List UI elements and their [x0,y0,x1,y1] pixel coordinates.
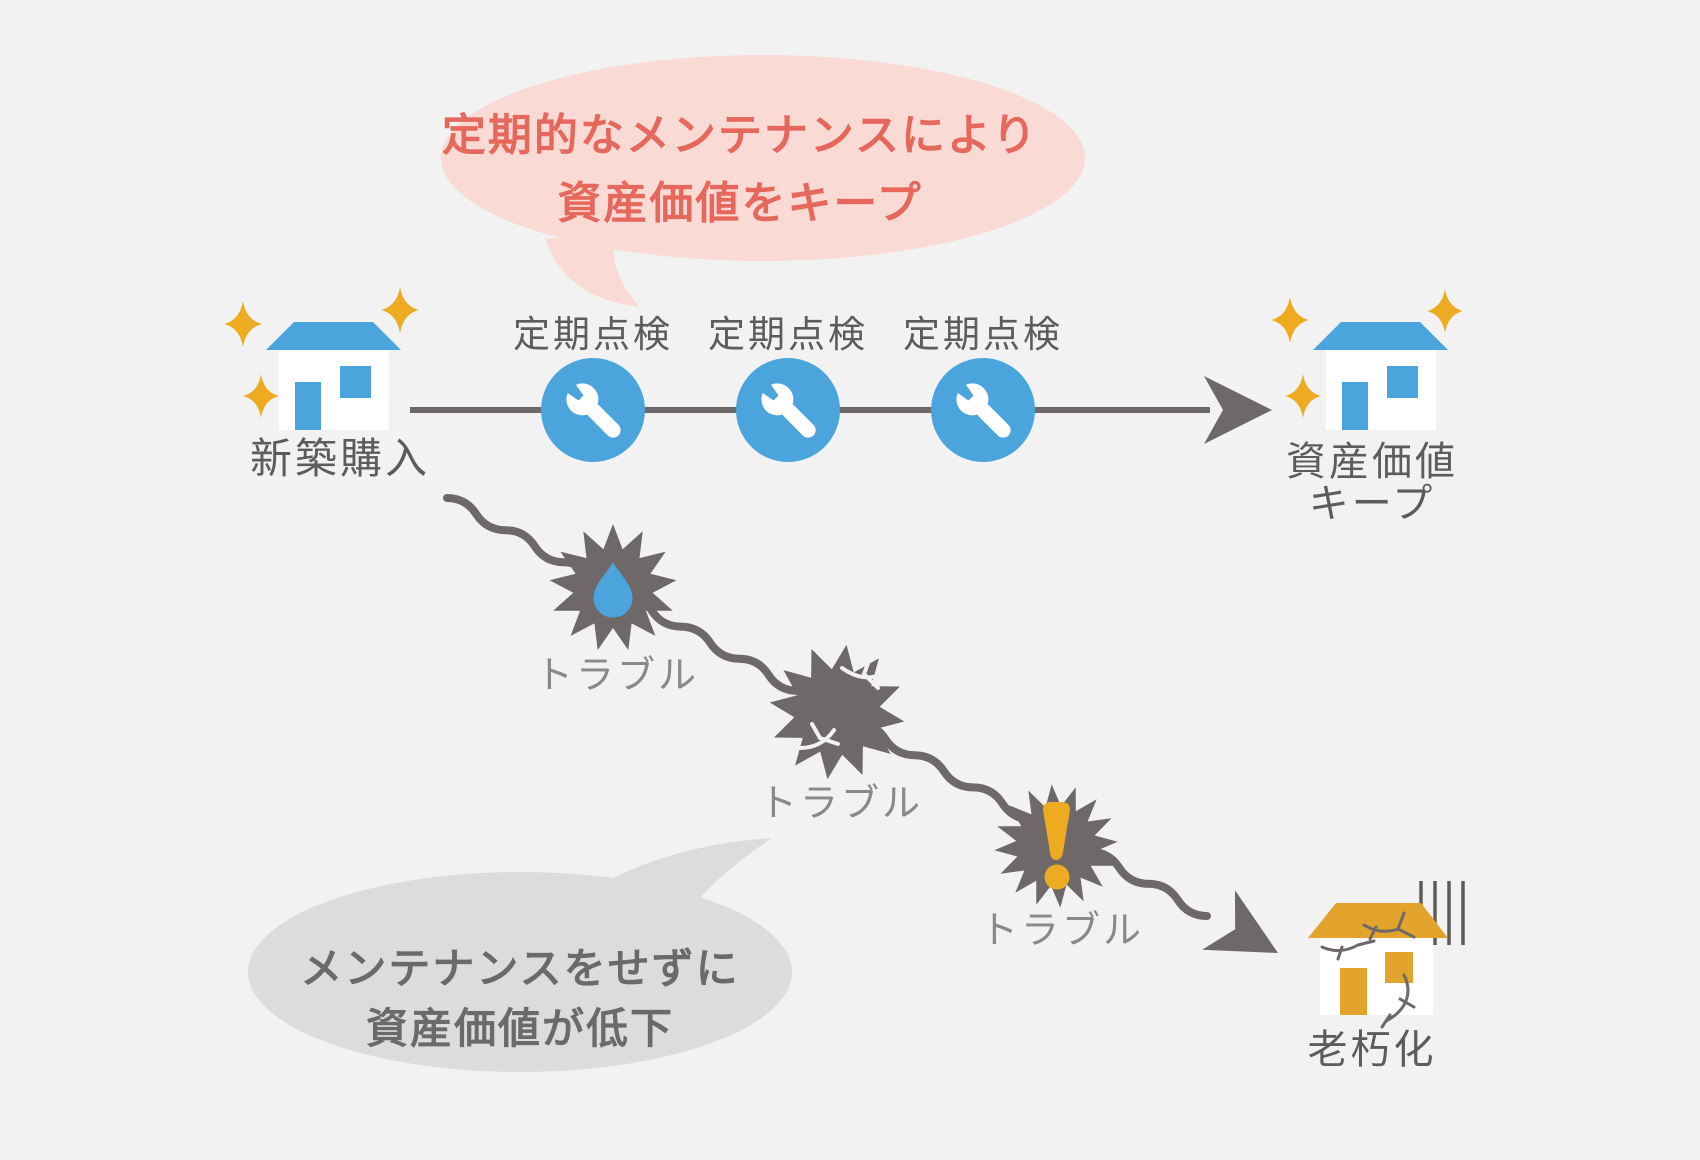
bottom-bubble-line2: 資産価値が低下 [365,1005,675,1052]
maintained-timeline-arrow [410,376,1272,444]
old-house-icon [1308,881,1465,1029]
water-drop-icon [593,562,633,618]
trouble-label-2: トラブル [758,783,924,825]
trouble-label-1: トラブル [534,655,700,697]
kept-house-label-line2: キープ [1308,482,1436,526]
inspection-label-2: 定期点検 [708,314,868,355]
crack-icon [798,656,884,750]
inspection-node-2 [736,358,840,462]
trouble-burst-crack [769,644,905,780]
old-house-label: 老朽化 [1307,1028,1437,1072]
new-house-icon [224,287,419,430]
top-bubble-line1: 定期的なメンテナンスにより [441,111,1039,160]
trouble-burst-water [549,524,677,651]
inspection-node-3 [931,358,1035,462]
inspection-label-1: 定期点検 [513,314,673,355]
inspection-label-3: 定期点検 [903,314,1063,355]
kept-house-icon [1271,289,1463,430]
kept-house-label-line1: 資産価値 [1286,440,1458,484]
trouble-burst-alert [994,784,1118,908]
exclamation-icon [1043,802,1070,890]
bottom-speech-bubble [248,838,792,1072]
top-bubble-line2: 資産価値をキープ [557,179,923,228]
top-speech-bubble [441,55,1085,307]
trouble-label-3: トラブル [979,910,1145,952]
inspection-node-1 [541,358,645,462]
bottom-bubble-line1: メンテナンスをせずに [300,945,740,992]
start-house-label: 新築購入 [249,435,431,482]
crack-icon [1320,911,1416,1029]
